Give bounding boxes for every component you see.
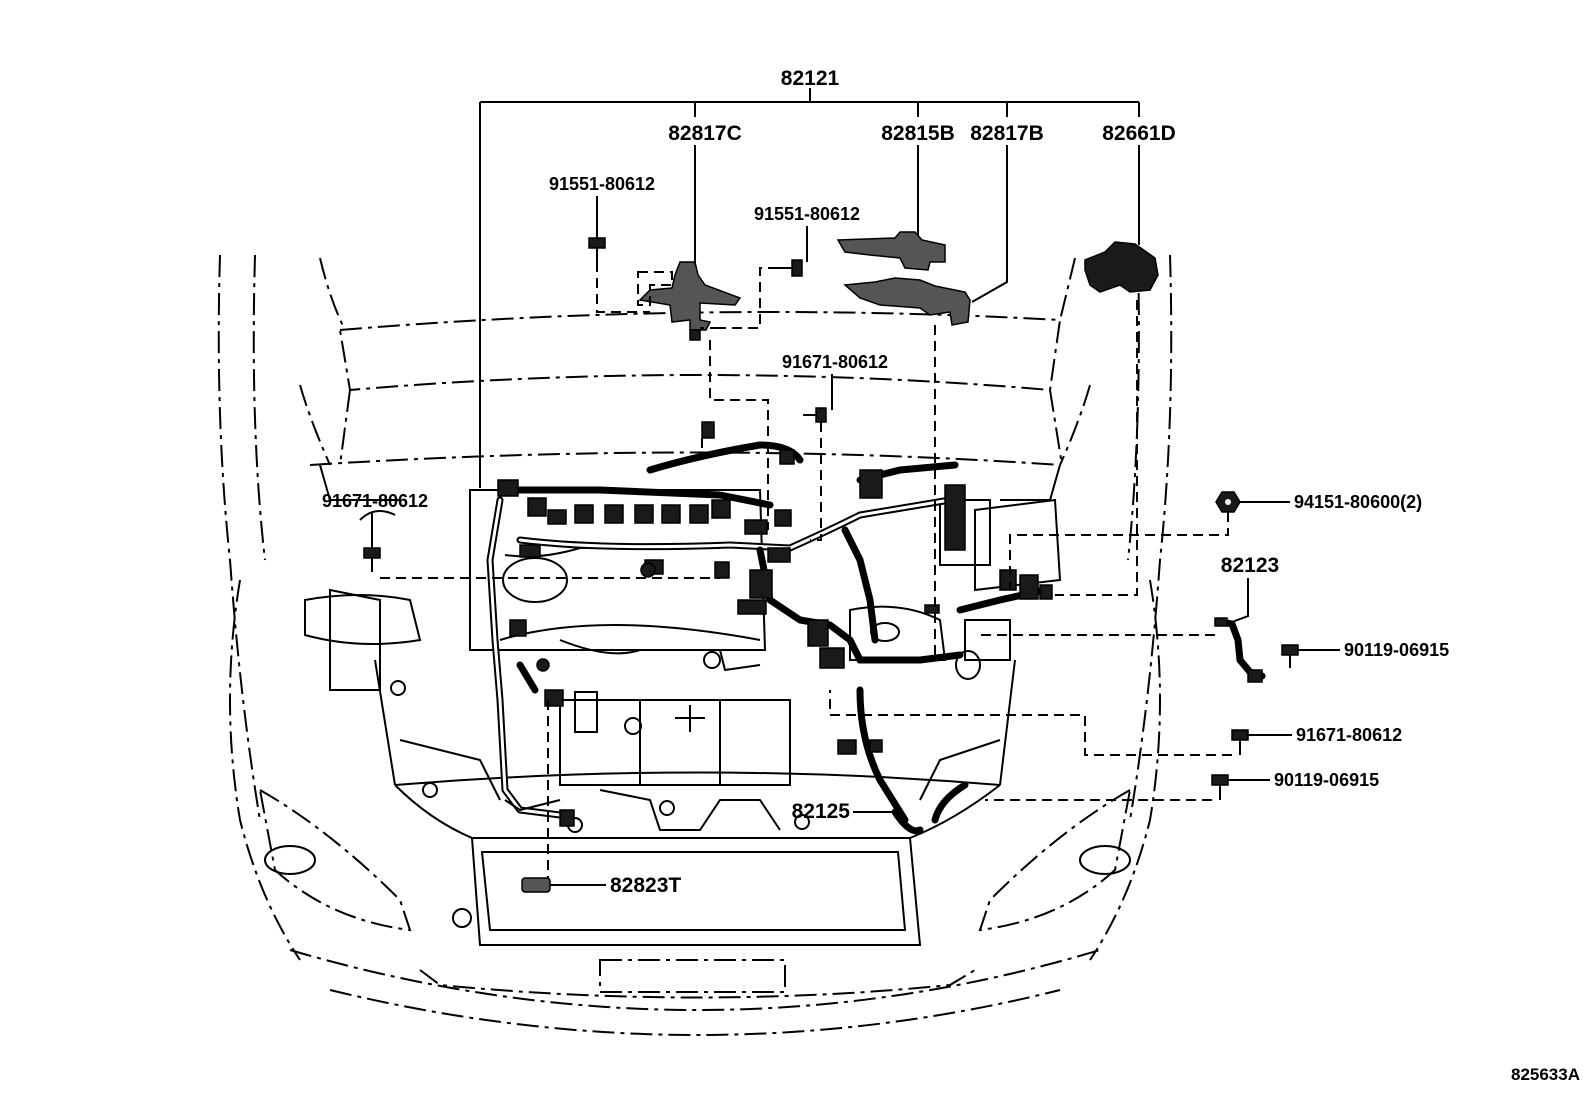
relay-block-82661d	[1084, 241, 1159, 293]
label-82815b: 82815B	[881, 122, 955, 145]
harness-82123	[1218, 618, 1266, 680]
bolt-90119-r3-icon	[1211, 774, 1229, 800]
label-82817c: 82817C	[668, 122, 742, 145]
label-82817b: 82817B	[970, 122, 1044, 145]
label-82123: 82123	[1221, 554, 1279, 577]
nut-94151-icon	[1215, 491, 1241, 513]
bolt-91551-tc-icon	[778, 259, 803, 277]
bolt-91671-r2-icon	[1231, 729, 1249, 755]
label-bolt-tl: 91551-80612	[549, 174, 655, 194]
bolt-91671-left-icon	[363, 547, 381, 572]
part-labels: 82121 82817C 82815B 82817B 82661D 91551-…	[322, 67, 1580, 1084]
bracket-82817b	[843, 277, 971, 326]
bolt-90119-r1-icon	[1281, 644, 1299, 668]
clamp-82815b	[836, 231, 946, 271]
label-bolt-tc: 91551-80612	[754, 204, 860, 224]
exploded-parts	[521, 231, 1266, 893]
label-nut-right: 94151-80600(2)	[1294, 492, 1422, 512]
label-82125: 82125	[792, 800, 851, 823]
leader-lines	[371, 88, 1340, 886]
label-bolt-left: 91671-80612	[322, 491, 428, 511]
figure-reference: 825633A	[1511, 1065, 1580, 1084]
bolt-91551-tl-icon	[588, 237, 606, 262]
label-bolt-r3: 90119-06915	[1274, 770, 1379, 790]
label-bolt-r2: 91671-80612	[1296, 725, 1402, 745]
engine-components	[304, 464, 1062, 833]
harness-connectors	[497, 421, 1053, 827]
clip-82823t	[521, 877, 551, 893]
label-82121: 82121	[781, 67, 840, 90]
label-82661d: 82661D	[1102, 122, 1176, 145]
label-82823t: 82823T	[610, 874, 681, 897]
vehicle-body-outline	[217, 254, 1173, 1036]
label-bolt-center: 91671-80612	[782, 352, 888, 372]
fasteners	[363, 237, 1299, 800]
bolt-91671-center-icon	[803, 407, 827, 423]
label-bolt-r1: 90119-06915	[1344, 640, 1449, 660]
